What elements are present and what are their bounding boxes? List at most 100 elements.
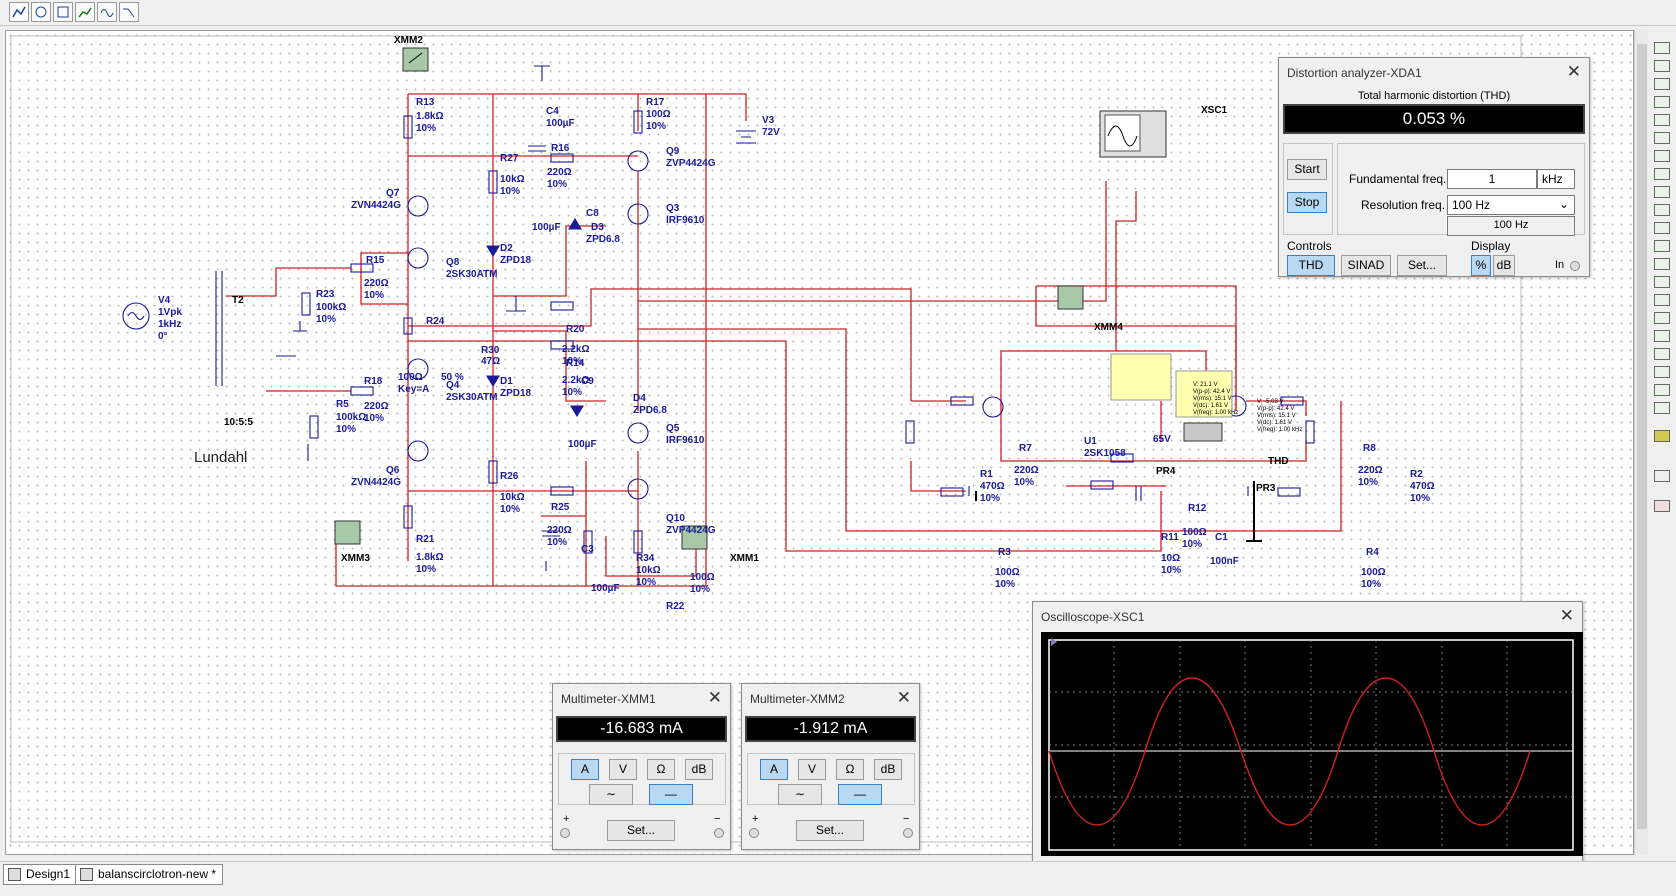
spectrum-analyzer-icon[interactable] [1654, 258, 1670, 270]
label-r4-value: 100Ω [1361, 567, 1386, 578]
label-r22: R22 [666, 601, 685, 612]
mm1-positive-terminal-icon[interactable] [560, 828, 570, 838]
tab-balanscirclotron[interactable]: balanscirclotron-new * [75, 864, 224, 885]
close-icon[interactable]: ✕ [1566, 62, 1581, 81]
iv-analyzer-icon[interactable] [1654, 222, 1670, 234]
label-v4: V4 [158, 295, 171, 306]
logic-converter-icon[interactable] [1654, 186, 1670, 198]
label-t2-ratio: 10:5:5 [224, 417, 253, 428]
oscilloscope-window[interactable]: Oscilloscope-XSC1 ✕ [1032, 601, 1583, 896]
dc-mode-icon[interactable]: — [649, 784, 693, 805]
start-button[interactable]: Start [1287, 159, 1327, 180]
label-r1-value: 470Ω [980, 481, 1005, 492]
xmm2-schematic-icon [402, 47, 429, 72]
mm2-set-button[interactable]: Set... [796, 820, 864, 841]
ni-elvis-icon[interactable] [1654, 470, 1670, 482]
close-icon[interactable]: ✕ [1559, 606, 1574, 625]
thd-mode-button[interactable]: THD [1287, 255, 1335, 276]
close-icon[interactable]: ✕ [707, 688, 722, 707]
schematic-wiring [10, 35, 1522, 843]
ac-mode-icon[interactable]: ∼ [589, 784, 633, 805]
scrollbar-thumb[interactable] [1637, 44, 1647, 829]
label-q4: Q4 [446, 380, 460, 391]
label-r25-value: 220Ω [547, 525, 572, 536]
mm2-voltmeter-button[interactable]: V [798, 759, 826, 780]
set-button[interactable]: Set... [1397, 255, 1447, 276]
db-display-button[interactable]: dB [1493, 255, 1515, 276]
wattmeter-icon[interactable] [1654, 78, 1670, 90]
label-r11-tol: 10% [1161, 565, 1182, 576]
agilent-generator-icon[interactable] [1654, 294, 1670, 306]
mm1-negative-terminal-icon[interactable] [714, 828, 724, 838]
bode-plotter-icon[interactable] [1654, 132, 1670, 144]
mm1-display: -16.683 mA [556, 716, 727, 742]
resolution-freq-select[interactable]: 100 Hz⌄ [1447, 195, 1575, 215]
ac-mode-icon[interactable]: ∼ [778, 784, 822, 805]
label-r7-value: 220Ω [1014, 465, 1039, 476]
fundamental-freq-input[interactable]: 1 [1447, 169, 1537, 189]
label-v3-value: 72V [762, 127, 780, 138]
labview-instrument-icon[interactable] [1654, 430, 1670, 442]
mm2-positive-terminal-icon[interactable] [749, 828, 759, 838]
mm2-db-button[interactable]: dB [874, 759, 902, 780]
scope-screen[interactable] [1041, 632, 1585, 856]
agilent-scope-icon[interactable] [1654, 330, 1670, 342]
current-probe-icon[interactable] [1654, 402, 1670, 414]
frequency-counter-icon[interactable] [1654, 150, 1670, 162]
distortion-analyzer-window[interactable]: Distortion analyzer-XDA1 ✕ Total harmoni… [1278, 57, 1590, 277]
vertical-scrollbar[interactable] [1634, 30, 1648, 855]
mm1-db-button[interactable]: dB [685, 759, 713, 780]
input-terminal-icon[interactable] [1570, 261, 1580, 271]
four-channel-scope-icon[interactable] [1654, 114, 1670, 126]
controls-label: Controls [1287, 239, 1332, 253]
stop-button[interactable]: Stop [1287, 192, 1327, 213]
tab-design1[interactable]: Design1 [3, 864, 78, 885]
label-d2: D2 [500, 243, 513, 254]
word-generator-icon[interactable] [1654, 168, 1670, 180]
mm1-ohmmeter-button[interactable]: Ω [647, 759, 675, 780]
mm2-ohmmeter-button[interactable]: Ω [836, 759, 864, 780]
dc-mode-icon[interactable]: — [838, 784, 882, 805]
label-r25-tol: 10% [547, 537, 568, 548]
label-t2: T2 [232, 295, 244, 306]
label-r16-value: 220Ω [547, 167, 572, 178]
measurement-probe-icon[interactable] [1654, 384, 1670, 396]
label-r11-value: 10Ω [1161, 553, 1181, 564]
postprocessor-icon[interactable] [53, 2, 73, 22]
distortion-analyzer-icon[interactable] [1654, 240, 1670, 252]
grapher-icon[interactable] [9, 2, 29, 22]
sinad-mode-button[interactable]: SINAD [1341, 255, 1391, 276]
scope-trace-icon[interactable] [97, 2, 117, 22]
multimeter-xmm1-title: Multimeter-XMM1 [561, 692, 656, 706]
function-generator-icon[interactable] [1654, 60, 1670, 72]
close-icon[interactable]: ✕ [896, 688, 911, 707]
network-analyzer-icon[interactable] [1654, 276, 1670, 288]
mm1-voltmeter-button[interactable]: V [609, 759, 637, 780]
label-pr4: PR4 [1156, 466, 1176, 477]
mm2-ammeter-button[interactable]: A [760, 759, 788, 780]
label-u1-type: 2SK1058 [1084, 448, 1126, 459]
tektronix-scope-icon[interactable] [1654, 348, 1670, 360]
multimeter-xmm2-window[interactable]: Multimeter-XMM2 ✕ -1.912 mA A V Ω dB ∼ —… [741, 683, 920, 850]
label-u1: U1 [1084, 436, 1097, 447]
current-clamp-icon[interactable] [1654, 500, 1670, 512]
percent-display-button[interactable]: % [1471, 255, 1491, 276]
multimeter-icon[interactable] [1654, 42, 1670, 54]
mm2-negative-terminal-icon[interactable] [903, 828, 913, 838]
mm1-set-button[interactable]: Set... [607, 820, 675, 841]
multimeter-xmm1-window[interactable]: Multimeter-XMM1 ✕ -16.683 mA A V Ω dB ∼ … [552, 683, 731, 850]
label-r13: R13 [416, 97, 435, 108]
agilent-multimeter-icon[interactable] [1654, 312, 1670, 324]
chart-icon[interactable] [75, 2, 95, 22]
fundamental-freq-unit[interactable]: kHz [1537, 169, 1575, 189]
bode-icon[interactable] [119, 2, 139, 22]
label-v4-freq: 1kHz [158, 319, 182, 330]
logic-analyzer-icon[interactable] [1654, 204, 1670, 216]
labview-icon[interactable] [1654, 366, 1670, 378]
mm1-ammeter-button[interactable]: A [571, 759, 599, 780]
label-r26: R26 [500, 471, 519, 482]
oscilloscope-icon[interactable] [1654, 96, 1670, 108]
analysis-icon[interactable] [31, 2, 51, 22]
